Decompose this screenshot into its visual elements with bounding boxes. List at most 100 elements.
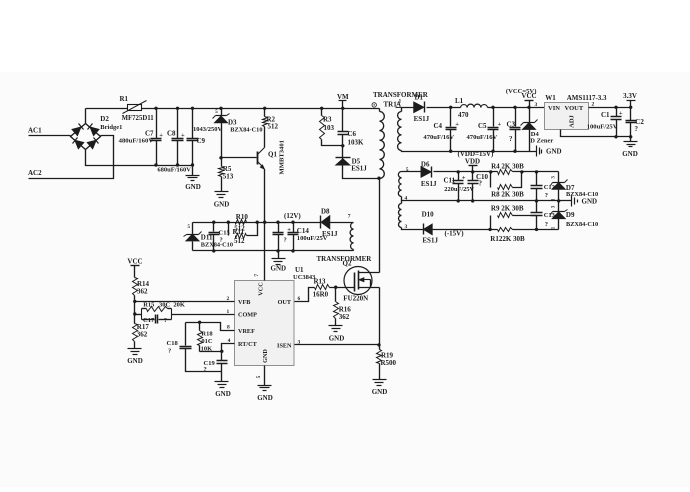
svg-text:C17: C17	[143, 317, 155, 324]
svg-text:VIN: VIN	[548, 105, 560, 112]
svg-text:GND: GND	[271, 265, 287, 273]
svg-text:C3: C3	[507, 121, 516, 129]
svg-text:220uF/25V: 220uF/25V	[444, 186, 474, 193]
svg-text:3.3V: 3.3V	[623, 92, 637, 100]
svg-text:(-15V): (-15V)	[445, 230, 465, 238]
svg-text:470uF/16V: 470uF/16V	[423, 134, 454, 141]
svg-text:MMBT3401: MMBT3401	[279, 140, 286, 174]
svg-text:1: 1	[227, 309, 230, 315]
svg-text:R16: R16	[339, 306, 352, 314]
svg-text:8: 8	[227, 325, 230, 331]
svg-text:R13: R13	[314, 278, 327, 286]
svg-text:?: ?	[545, 221, 548, 228]
svg-text:3: 3	[552, 205, 557, 208]
svg-text:GND: GND	[546, 147, 562, 155]
svg-text:D8: D8	[321, 208, 330, 216]
svg-text:C7: C7	[145, 130, 154, 138]
svg-text:362: 362	[137, 331, 148, 339]
svg-text:?: ?	[164, 317, 167, 324]
svg-text:VCC: VCC	[521, 92, 536, 100]
svg-text:RT/CT: RT/CT	[238, 341, 258, 348]
svg-text:C8: C8	[167, 130, 176, 138]
svg-text:D5: D5	[352, 158, 361, 166]
svg-text:R5: R5	[223, 165, 232, 173]
svg-text:C9: C9	[197, 137, 206, 145]
svg-text:3: 3	[535, 102, 538, 108]
svg-text:GND: GND	[262, 349, 269, 363]
svg-text:D1: D1	[415, 94, 424, 102]
svg-text:D4: D4	[531, 131, 540, 138]
svg-text:ES1J: ES1J	[422, 237, 438, 245]
svg-text:1043/250V: 1043/250V	[193, 126, 223, 133]
svg-text:ES1J: ES1J	[351, 164, 367, 172]
svg-text:GND: GND	[127, 357, 143, 365]
svg-text:GND: GND	[257, 394, 273, 402]
svg-text:1: 1	[552, 226, 557, 229]
svg-text:Bridge1: Bridge1	[100, 124, 122, 131]
svg-text:GND: GND	[214, 200, 230, 208]
svg-text:R1: R1	[120, 95, 129, 103]
svg-text:2: 2	[592, 102, 595, 108]
svg-text:BZX84-C10: BZX84-C10	[566, 221, 598, 228]
svg-text:+: +	[159, 132, 163, 139]
svg-text:+: +	[455, 121, 459, 128]
svg-text:20K: 20K	[173, 301, 185, 308]
svg-text:C15: C15	[219, 230, 231, 237]
svg-text:512: 512	[234, 237, 245, 245]
svg-text:?: ?	[220, 237, 223, 244]
svg-text:100uF/25V: 100uF/25V	[587, 124, 618, 131]
svg-text:2: 2	[227, 296, 230, 302]
svg-text:C10: C10	[476, 173, 489, 181]
svg-text:?: ?	[635, 125, 639, 133]
svg-text:C13: C13	[544, 212, 556, 219]
svg-text:?: ?	[168, 347, 171, 354]
svg-text:513: 513	[223, 172, 234, 180]
svg-text:C14: C14	[297, 227, 310, 235]
svg-text:6: 6	[298, 296, 301, 302]
svg-text:BZX84-C10: BZX84-C10	[566, 191, 598, 198]
svg-text:R500: R500	[381, 359, 397, 367]
svg-text:GND: GND	[329, 335, 345, 343]
svg-text:D2: D2	[100, 115, 109, 123]
svg-text:R3: R3	[323, 115, 332, 123]
svg-text:Q2: Q2	[343, 260, 352, 268]
svg-text:VM: VM	[337, 93, 349, 101]
svg-text:L1: L1	[455, 97, 464, 105]
svg-text:D Zener: D Zener	[530, 138, 553, 145]
svg-text:+: +	[181, 132, 185, 139]
svg-text:5: 5	[215, 110, 218, 115]
svg-text:C12: C12	[544, 184, 555, 191]
svg-text:A: A	[396, 100, 401, 108]
svg-text:GND: GND	[582, 197, 598, 205]
svg-text:4: 4	[405, 196, 408, 202]
svg-text:C4: C4	[434, 122, 443, 130]
svg-text:BZX84-C10: BZX84-C10	[230, 126, 262, 133]
svg-text:R15: R15	[143, 301, 155, 308]
svg-text:D7: D7	[566, 184, 575, 192]
svg-text:VCC: VCC	[127, 258, 142, 266]
svg-text:(VDD=15V): (VDD=15V)	[458, 150, 495, 158]
svg-text:C18: C18	[167, 340, 179, 347]
svg-text:UC3843: UC3843	[293, 274, 316, 281]
svg-text:GND: GND	[622, 150, 638, 158]
svg-text:MF725D11: MF725D11	[122, 115, 155, 122]
svg-text:C1: C1	[601, 111, 610, 119]
svg-text:4: 4	[228, 338, 231, 344]
svg-text:+: +	[619, 110, 623, 117]
svg-text:VFB: VFB	[238, 299, 250, 306]
svg-text:AC1: AC1	[28, 127, 42, 135]
svg-text:C11: C11	[444, 177, 456, 185]
svg-text:GND: GND	[185, 183, 201, 191]
svg-text:7: 7	[348, 214, 351, 220]
svg-text:?: ?	[479, 180, 483, 188]
svg-text:?: ?	[545, 192, 548, 199]
svg-text:1: 1	[399, 98, 402, 104]
svg-text:R4 2K 30B: R4 2K 30B	[491, 163, 524, 171]
svg-text:103: 103	[324, 124, 335, 132]
svg-text:103K: 103K	[348, 138, 365, 146]
svg-text:3: 3	[552, 176, 557, 179]
svg-text:COMP: COMP	[238, 311, 257, 318]
svg-text:5: 5	[256, 375, 262, 378]
svg-text:D11: D11	[201, 234, 213, 242]
svg-text:D10: D10	[422, 211, 435, 219]
